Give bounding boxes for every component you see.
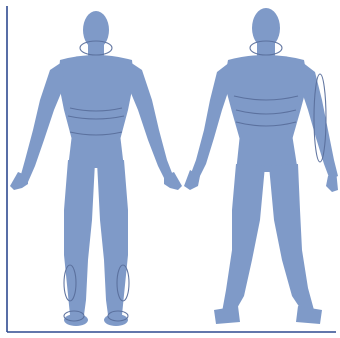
front-figure bbox=[10, 11, 182, 326]
back-figure bbox=[184, 8, 338, 324]
front-torso bbox=[58, 55, 134, 140]
back-right-leg bbox=[269, 164, 314, 310]
front-left-arm bbox=[20, 62, 64, 182]
front-right-leg bbox=[97, 160, 128, 315]
back-left-foot bbox=[214, 306, 240, 324]
back-left-arm bbox=[190, 62, 230, 180]
back-right-arm bbox=[300, 62, 338, 180]
back-right-foot bbox=[296, 306, 322, 324]
front-right-arm bbox=[128, 62, 174, 182]
front-left-leg bbox=[64, 160, 95, 315]
back-left-leg bbox=[222, 164, 265, 312]
back-torso bbox=[224, 55, 308, 140]
